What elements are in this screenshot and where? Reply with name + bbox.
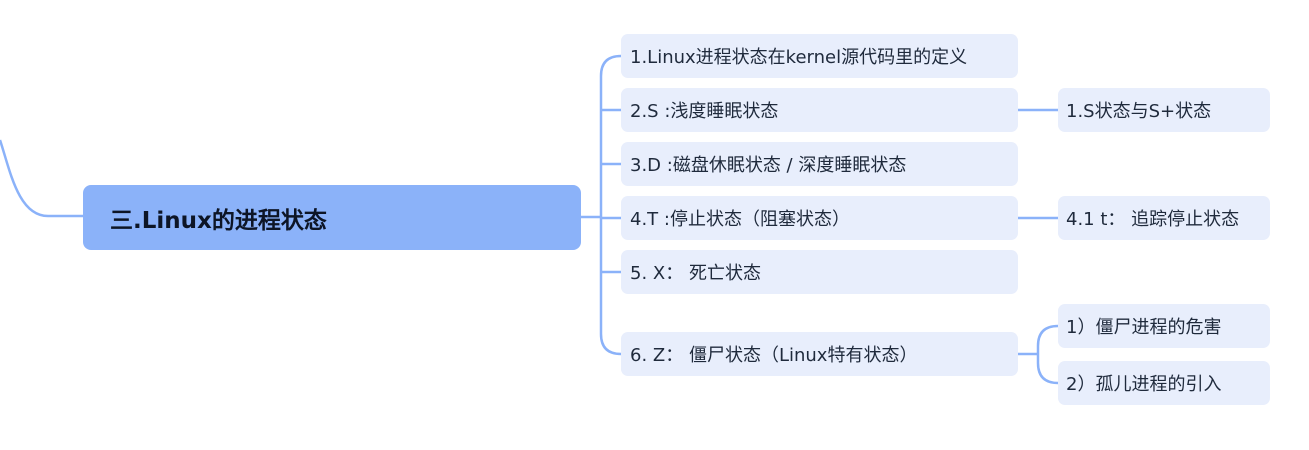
topic-label: 5. X： 死亡状态: [630, 263, 761, 284]
root-topic[interactable]: 三.Linux的进程状态: [83, 185, 581, 250]
topic-d-state[interactable]: 3.D :磁盘休眠状态 / 深度睡眠状态: [621, 142, 1018, 186]
subtopic-orphan-process[interactable]: 2）孤儿进程的引入: [1058, 361, 1270, 405]
connector-branch-6-fork: [1036, 324, 1059, 385]
topic-x-state[interactable]: 5. X： 死亡状态: [621, 250, 1018, 294]
subtopic-t-tracing-stop[interactable]: 4.1 t： 追踪停止状态: [1058, 196, 1270, 240]
subtopic-label: 1.S状态与S+状态: [1066, 101, 1212, 122]
connector-parent-to-root: [0, 139, 83, 218]
topic-label: 3.D :磁盘休眠状态 / 深度睡眠状态: [630, 155, 907, 176]
subtopic-label: 2）孤儿进程的引入: [1066, 374, 1222, 395]
topic-label: 4.T :停止状态（阻塞状态）: [630, 209, 850, 230]
connector-trunk: [599, 54, 622, 356]
subtopic-s-and-s-plus[interactable]: 1.S状态与S+状态: [1058, 88, 1270, 132]
topic-label: 1.Linux进程状态在kernel源代码里的定义: [630, 47, 968, 68]
topic-s-state[interactable]: 2.S :浅度睡眠状态: [621, 88, 1018, 132]
root-topic-label: 三.Linux的进程状态: [110, 207, 327, 234]
topic-label: 2.S :浅度睡眠状态: [630, 101, 779, 122]
subtopic-label: 1）僵尸进程的危害: [1066, 317, 1222, 338]
topic-t-state[interactable]: 4.T :停止状态（阻塞状态）: [621, 196, 1018, 240]
subtopic-label: 4.1 t： 追踪停止状态: [1066, 209, 1240, 230]
topic-z-state[interactable]: 6. Z： 僵尸状态（Linux特有状态）: [621, 332, 1018, 376]
topic-label: 6. Z： 僵尸状态（Linux特有状态）: [630, 345, 918, 366]
subtopic-zombie-harm[interactable]: 1）僵尸进程的危害: [1058, 304, 1270, 348]
topic-kernel-definition[interactable]: 1.Linux进程状态在kernel源代码里的定义: [621, 34, 1018, 78]
